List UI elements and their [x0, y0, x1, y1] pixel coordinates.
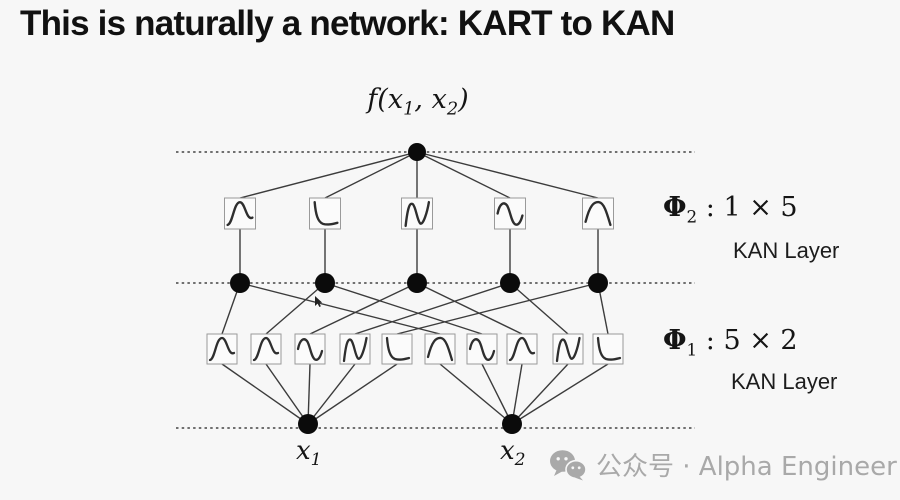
activation-curve-tilde	[468, 338, 496, 361]
x2-subscript: 2	[514, 450, 526, 471]
output-node	[408, 143, 426, 161]
edge	[221, 363, 309, 425]
hidden-node	[315, 273, 335, 293]
phi-symbol: Φ	[663, 325, 687, 356]
activation-curve-decay	[596, 336, 622, 361]
edge	[416, 151, 599, 199]
phi2-kan-layer-caption: KAN Layer	[733, 238, 840, 263]
phi1-subscript: 1	[686, 339, 698, 360]
activation-curve-sineN	[342, 336, 368, 363]
edge	[439, 363, 513, 425]
edge	[307, 363, 311, 425]
hidden-node	[407, 273, 427, 293]
hidden-node	[500, 273, 520, 293]
edge	[511, 363, 569, 425]
activation-curve-bell	[508, 336, 536, 362]
slide-title: This is naturally a network: KART to KAN	[20, 4, 675, 43]
edge	[265, 363, 309, 425]
activation-curve-bell	[226, 200, 254, 227]
activation-curve-tilde	[296, 338, 324, 361]
wechat-icon	[550, 449, 587, 480]
edge	[481, 363, 513, 425]
activation-curve-bell2	[584, 200, 612, 227]
x1-base: x	[296, 436, 311, 466]
watermark-text: 公众号 · Alpha Engineer	[596, 452, 897, 482]
output-function-label-part: , x	[414, 84, 447, 115]
phi2-subscript: 2	[686, 206, 698, 227]
x2-base: x	[500, 436, 515, 466]
phi2-dimension-label: Φ2 : 1 × 5	[663, 192, 798, 226]
input-x1-label: x1	[296, 436, 322, 470]
edge	[239, 282, 441, 335]
activation-curve-tilde	[496, 202, 524, 226]
phi-symbol: Φ	[663, 192, 687, 223]
input-x2-label: x2	[500, 436, 526, 470]
phi1-dims: : 5 × 2	[697, 325, 798, 356]
edge	[509, 282, 569, 335]
activation-curve-bell2	[426, 336, 454, 362]
edge	[511, 363, 523, 425]
output-function-label-part: f(x	[367, 84, 404, 115]
watermark: 公众号 · Alpha Engineer	[549, 446, 897, 483]
x1-subscript: 1	[310, 450, 322, 471]
edge	[416, 282, 523, 335]
output-function-label-part: )	[458, 84, 469, 115]
edge	[416, 151, 511, 199]
phi1-kan-layer-caption: KAN Layer	[731, 369, 838, 394]
output-function-sub2: 2	[446, 98, 459, 120]
edge	[265, 282, 326, 335]
edge	[511, 363, 609, 425]
output-function-sub1: 1	[403, 98, 415, 120]
phi2-dims: : 1 × 5	[697, 192, 798, 223]
phi1-dimension-label: Φ1 : 5 × 2	[663, 325, 798, 359]
edge	[354, 282, 511, 335]
activation-curve-sineN	[555, 336, 581, 363]
output-function-label: f(x1, x2)	[338, 84, 498, 119]
input-node	[298, 414, 318, 434]
activation-curve-decay	[313, 200, 339, 226]
edge	[324, 151, 418, 199]
edge	[307, 363, 398, 425]
edge	[309, 282, 418, 335]
edge	[307, 363, 356, 425]
activation-curve-bell	[252, 336, 280, 362]
hidden-node	[230, 273, 250, 293]
hidden-node	[588, 273, 608, 293]
activation-curve-decay	[385, 336, 411, 361]
edge	[396, 282, 599, 335]
edge	[324, 282, 483, 335]
input-node	[502, 414, 522, 434]
activation-curve-bell	[208, 336, 236, 362]
edge	[239, 151, 418, 199]
activation-curve-sineN	[404, 200, 431, 228]
mouse-cursor	[315, 296, 323, 307]
